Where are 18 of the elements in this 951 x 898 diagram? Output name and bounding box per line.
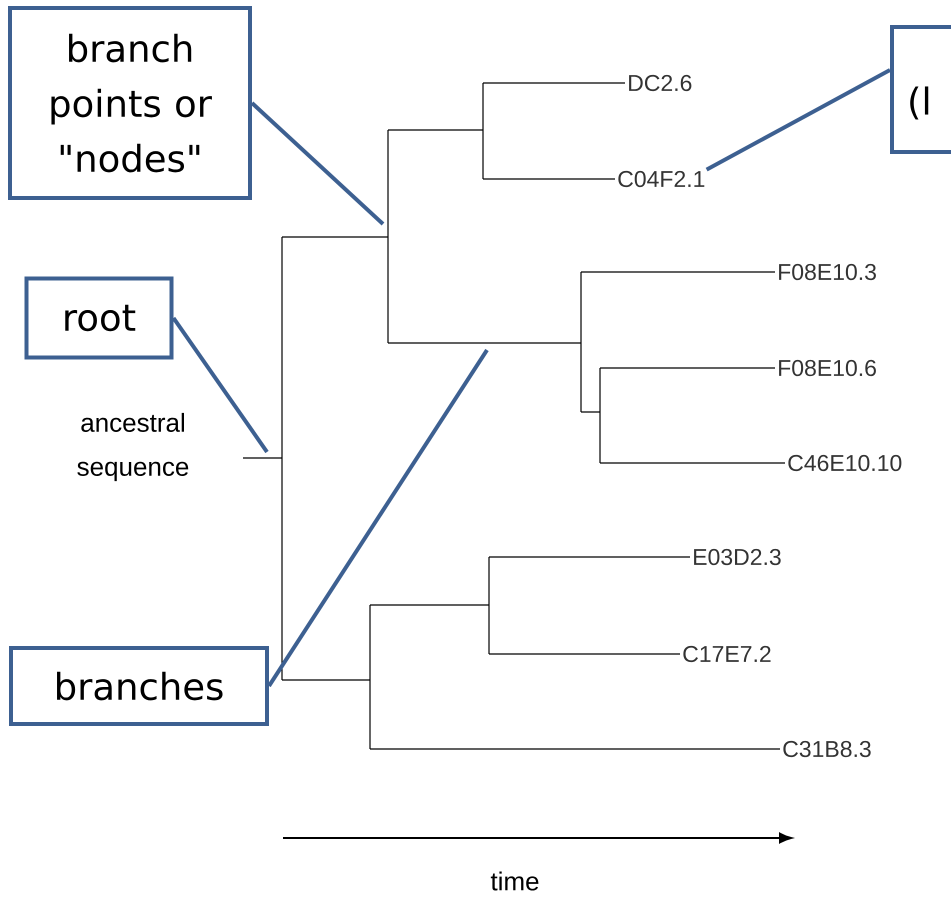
callout-box: branch points or "nodes" — [8, 6, 252, 200]
callout-box: branches — [9, 646, 269, 726]
leaf-label: DC2.6 — [629, 74, 692, 92]
root-note: ancestral sequence — [77, 412, 188, 482]
leaf-label: C17E7.2 — [683, 646, 771, 662]
callout-box: root — [24, 276, 174, 360]
leader-line — [250, 102, 384, 226]
leader-line — [706, 68, 891, 172]
leaf-label: F08E10.3 — [779, 264, 876, 280]
leaf-label: C31B8.3 — [783, 740, 871, 758]
callout-box: (l — [890, 25, 951, 154]
leaf-label: E03D2.3 — [694, 548, 781, 566]
axis-label: time — [490, 871, 538, 891]
leader-line — [172, 316, 269, 454]
leader-line — [267, 348, 489, 688]
leaf-label: F08E10.6 — [779, 360, 876, 376]
leaf-label: C46E10.10 — [788, 454, 902, 472]
leaf-label: C04F2.1 — [618, 170, 704, 188]
